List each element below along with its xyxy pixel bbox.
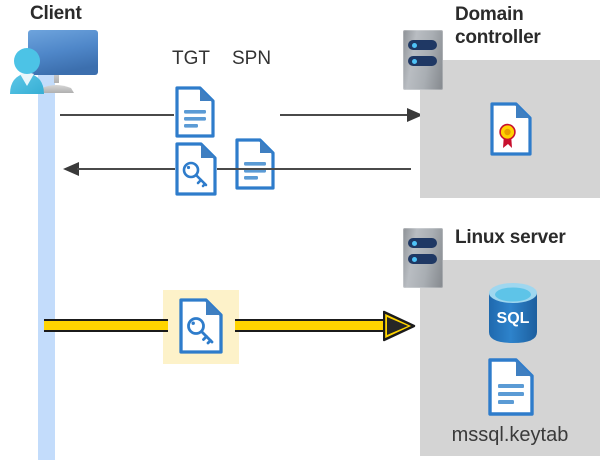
service-ticket-arrowhead [382, 309, 417, 348]
tgt-doc-icon [175, 86, 545, 138]
domain-controller-actor: Domain controller [400, 0, 600, 200]
linux-server-server-icon [403, 228, 443, 288]
message-request-group: TGT SPN [55, 48, 425, 190]
linux-server-actor: Linux server SQL [400, 218, 600, 458]
response-arrowhead [61, 160, 79, 183]
linux-server-label: Linux server [455, 227, 566, 248]
domain-controller-server-icon [403, 30, 443, 90]
service-ticket-key-doc-icon [175, 142, 545, 196]
client-label: Client [30, 3, 82, 24]
client-lifeline [38, 72, 55, 460]
service-ticket-line-right [235, 319, 387, 332]
sql-database-text: SQL [497, 310, 530, 327]
certificate-doc-icon [490, 102, 600, 156]
spn-doc-icon [235, 138, 600, 190]
domain-controller-label-line2: controller [455, 27, 541, 48]
request-arrowhead [407, 106, 425, 129]
client-actor: Client [0, 0, 130, 105]
key-doc-icon [179, 298, 559, 354]
keytab-doc-icon [488, 358, 600, 416]
response-line-right [217, 168, 411, 170]
keytab-filename-label: mssql.keytab [451, 424, 569, 446]
tgt-label: TGT [172, 48, 210, 69]
message-service-ticket-group [44, 290, 424, 370]
message-response-group [55, 142, 425, 207]
request-line-right [280, 114, 411, 116]
spn-label: SPN [232, 48, 272, 69]
service-ticket-line-left [44, 319, 168, 332]
domain-controller-label: Domain controller [455, 3, 600, 49]
request-line-left [60, 114, 174, 116]
domain-controller-label-line1: Domain [455, 4, 524, 25]
sql-database-icon: SQL [485, 280, 541, 351]
response-line-left [77, 168, 175, 170]
user-monitor-icon [6, 28, 104, 98]
